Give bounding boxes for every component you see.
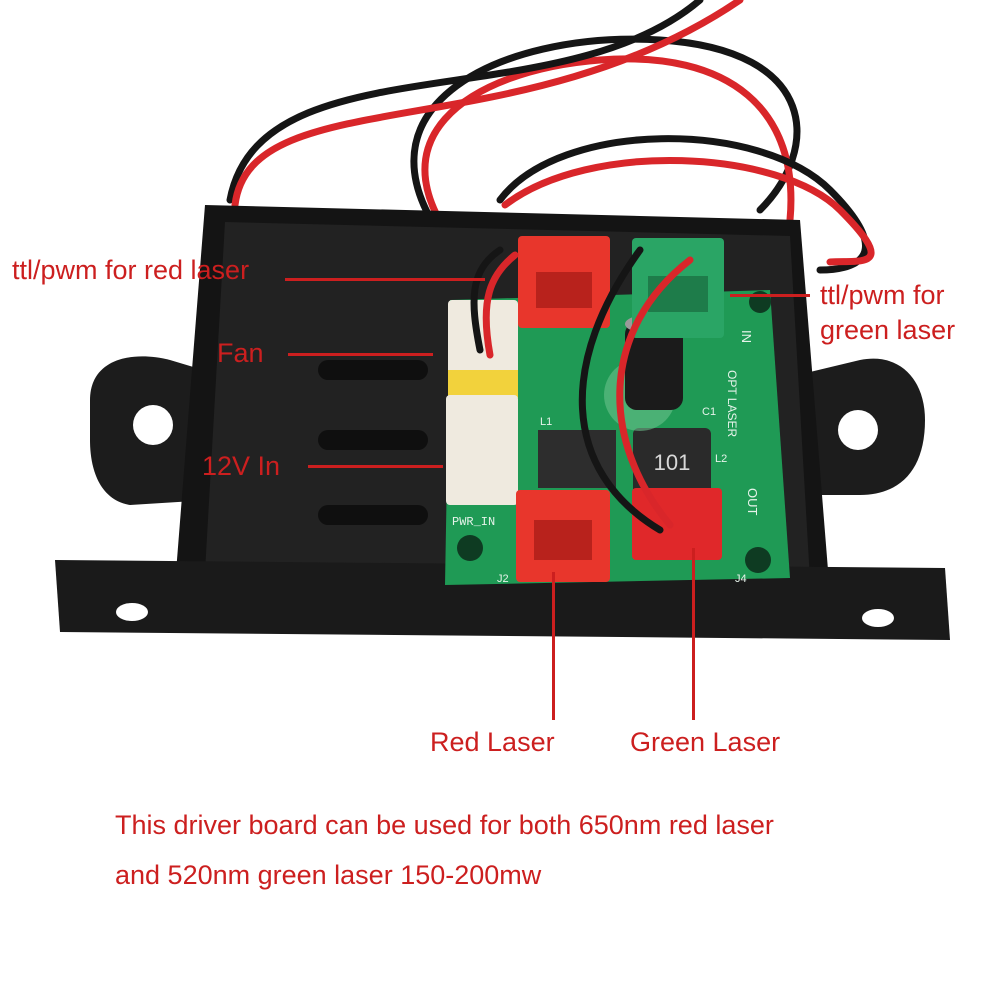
power-header-marking: PWR_IN [452,515,495,529]
out-marking: OUT [745,488,760,516]
connectors [446,236,724,582]
power-in-leader [308,465,443,468]
caption-line-2: and 520nm green laser 150-200mw [115,860,542,890]
j2-marking: J2 [497,573,509,585]
c1-marking: C1 [702,406,716,418]
j4-marking: J4 [735,573,747,585]
ttl-red-label: ttl/pwm for red laser [12,255,250,285]
ttl-red-leader [285,278,485,281]
red-laser-leader [552,572,555,720]
red-laser-label: Red Laser [430,727,555,757]
caption-line-1: This driver board can be used for both 6… [115,810,774,840]
l1-marking: L1 [540,416,552,428]
opt-laser-marking: OPT LASER [725,370,739,437]
wire-bundle [226,0,875,274]
fan-label: Fan [217,338,264,368]
green-laser-leader [692,548,695,720]
green-laser-label: Green Laser [630,727,781,757]
power-in-label: 12V In [202,451,281,481]
ttl-green-label-line2: green laser [820,315,956,345]
l2-marking: L2 [715,453,727,465]
inductor-marking: 101 [654,450,691,475]
in-marking: IN [739,330,754,343]
ttl-green-leader [730,294,810,297]
fan-leader [288,353,433,356]
connector-wires [470,246,694,534]
ttl-green-label-line1: ttl/pwm for [820,280,945,310]
